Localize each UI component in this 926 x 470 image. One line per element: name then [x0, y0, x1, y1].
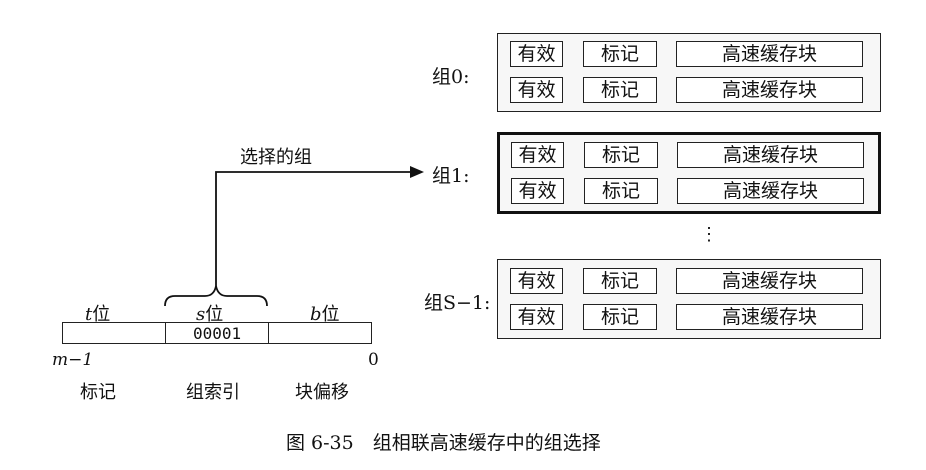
set-0-line-0-tag: 标记 [583, 41, 657, 67]
set-last-line-0-tag: 标记 [583, 268, 657, 294]
t-bits-text: t位 [85, 304, 111, 325]
s-bits-label: s位 [196, 300, 223, 326]
set-index-value: 00001 [193, 324, 242, 343]
low-bit-label: 0 [368, 350, 379, 370]
set-1-line-1-valid: 有效 [511, 178, 564, 204]
set-last-line-0-block: 高速缓存块 [676, 268, 863, 294]
set-0-line-0-valid: 有效 [510, 41, 563, 67]
selected-set-label: 选择的组 [240, 147, 312, 168]
set-1-line-1-tag: 标记 [584, 178, 658, 204]
set-last-label: 组S−1: [424, 292, 491, 314]
figure-caption: 图 6-35 组相联高速缓存中的组选择 [286, 432, 601, 454]
selection-arrowhead [410, 166, 424, 178]
set-1-line-1-block: 高速缓存块 [677, 178, 864, 204]
set-0-label: 组0: [432, 66, 470, 88]
t-bits-label: t位 [85, 300, 110, 326]
set-1: 有效 标记 高速缓存块 有效 标记 高速缓存块 [497, 132, 881, 214]
address-divider-1 [165, 323, 166, 343]
set-0-line-1-valid: 有效 [510, 77, 563, 103]
set-1-line-0-valid: 有效 [511, 142, 564, 168]
set-last: 有效 标记 高速缓存块 有效 标记 高速缓存块 [497, 259, 881, 339]
set-1-label: 组1: [432, 165, 470, 187]
set-1-line-0-block: 高速缓存块 [677, 142, 864, 168]
set-last-line-1-tag: 标记 [583, 304, 657, 330]
s-bits-text: s位 [196, 304, 224, 325]
set-last-line-0-valid: 有效 [510, 268, 563, 294]
set-0-line-1-block: 高速缓存块 [676, 77, 863, 103]
b-bits-label: b位 [310, 300, 340, 326]
set-0-line-0-block: 高速缓存块 [676, 41, 863, 67]
high-bit-label: m−1 [52, 350, 94, 370]
tag-field-label: 标记 [80, 382, 116, 403]
set-1-line-0-tag: 标记 [584, 142, 658, 168]
set-last-line-1-valid: 有效 [510, 304, 563, 330]
address-box: 00001 [62, 322, 372, 344]
set-index-field-label: 组索引 [186, 382, 240, 403]
selection-arrow-line [215, 171, 412, 286]
set-0: 有效 标记 高速缓存块 有效 标记 高速缓存块 [497, 33, 881, 112]
set-0-line-1-tag: 标记 [583, 77, 657, 103]
address-divider-2 [268, 323, 269, 343]
set-last-line-1-block: 高速缓存块 [676, 304, 863, 330]
b-bits-text: b位 [310, 304, 340, 325]
vertical-ellipsis: ⋮ [700, 224, 718, 245]
block-offset-field-label: 块偏移 [295, 382, 349, 403]
